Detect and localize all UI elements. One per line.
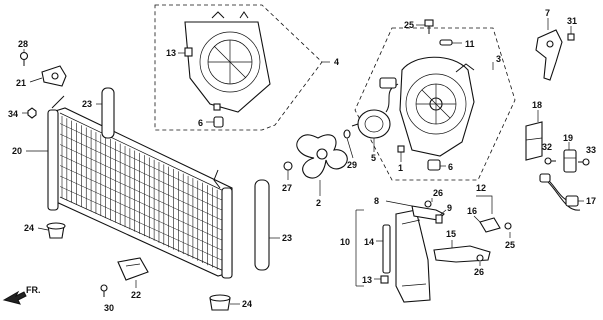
callout-25-upper: 25 <box>404 20 414 30</box>
motor-fan-assembly-boundary <box>354 27 516 181</box>
callout-18: 18 <box>532 100 542 110</box>
callout-5: 5 <box>371 153 376 163</box>
callout-11: 11 <box>465 39 475 49</box>
callout-7: 7 <box>545 8 550 18</box>
seal-strip-14 <box>382 224 391 274</box>
callout-19: 19 <box>563 133 573 143</box>
fan-motor <box>351 77 399 139</box>
fan-shroud <box>184 11 271 113</box>
callout-8: 8 <box>374 196 379 206</box>
callout-22: 22 <box>131 290 141 300</box>
bolt-31 <box>567 33 575 41</box>
callout-23-upper: 23 <box>82 99 92 109</box>
wire-harness <box>539 173 581 211</box>
clip-11 <box>439 39 453 46</box>
callout-2: 2 <box>316 198 321 208</box>
callout-1: 1 <box>398 163 403 173</box>
clip-1 <box>397 145 405 153</box>
air-guide-duct <box>395 209 431 303</box>
front-direction-label: FR. <box>26 285 41 295</box>
callout-31: 31 <box>567 16 577 26</box>
condenser <box>47 95 233 279</box>
washer-29 <box>343 129 351 139</box>
clip-16 <box>479 217 501 233</box>
callout-26-upper: 26 <box>433 188 443 198</box>
callout-21: 21 <box>16 78 26 88</box>
callout-24-upper: 24 <box>24 223 34 233</box>
bolt-25 <box>424 19 434 34</box>
callout-3: 3 <box>496 54 501 64</box>
grommet-6-lower <box>427 159 441 171</box>
callout-6-upper: 6 <box>198 118 203 128</box>
bolt-26-upper <box>424 200 432 208</box>
callout-25-lower: 25 <box>505 240 515 250</box>
nut-34 <box>27 107 37 119</box>
condenser-bracket <box>117 257 149 281</box>
bolt-25-lower <box>504 222 512 230</box>
bracket-15 <box>433 245 491 263</box>
callout-4: 4 <box>334 57 339 67</box>
callout-17: 17 <box>586 196 596 206</box>
callout-10: 10 <box>340 237 350 247</box>
callout-23-lower: 23 <box>282 233 292 243</box>
callout-13-lower: 13 <box>362 275 372 285</box>
bolt-30 <box>100 284 108 297</box>
grommet-6-upper <box>213 116 224 128</box>
callout-6-lower: 6 <box>448 162 453 172</box>
callout-34: 34 <box>8 109 18 119</box>
bolt-33 <box>578 158 590 166</box>
callout-15: 15 <box>446 229 456 239</box>
callout-14: 14 <box>364 237 374 247</box>
mount-bracket-18 <box>525 121 543 161</box>
pressure-switch <box>563 149 577 173</box>
fan-shroud-assembly-boundary <box>154 4 323 131</box>
nut-27 <box>283 161 293 171</box>
callout-29: 29 <box>347 160 357 170</box>
condenser-top-bracket <box>41 65 67 87</box>
clip-9 <box>435 214 443 224</box>
callout-32: 32 <box>542 142 552 152</box>
callout-labels: 28 21 34 23 20 24 30 22 24 23 27 2 29 5 … <box>8 8 596 313</box>
callout-9: 9 <box>447 203 452 213</box>
front-direction-arrow: FR. <box>2 285 41 305</box>
clip-13-upper <box>184 47 193 57</box>
callout-13-upper: 13 <box>166 48 176 58</box>
bolt-32 <box>544 157 556 165</box>
callout-24-lower: 24 <box>242 299 252 309</box>
callout-30: 30 <box>104 303 114 313</box>
bolt-26-lower <box>476 254 484 262</box>
clip-13-lower <box>380 275 389 284</box>
rubber-mount-lower <box>209 294 231 311</box>
callout-26-lower: 26 <box>474 267 484 277</box>
rubber-mount-upper <box>46 222 66 239</box>
pipe-upper <box>101 87 115 139</box>
callout-27: 27 <box>282 183 292 193</box>
receiver-bracket <box>535 29 563 81</box>
motor-shroud <box>399 56 475 157</box>
cooling-fan <box>296 134 348 179</box>
callout-12: 12 <box>476 183 486 193</box>
callout-16: 16 <box>467 206 477 216</box>
leader-lines <box>22 18 584 305</box>
bolt-28 <box>19 51 29 66</box>
callout-33: 33 <box>586 145 596 155</box>
pipe-lower <box>254 179 270 271</box>
callout-20: 20 <box>12 146 22 156</box>
callout-28: 28 <box>18 39 28 49</box>
